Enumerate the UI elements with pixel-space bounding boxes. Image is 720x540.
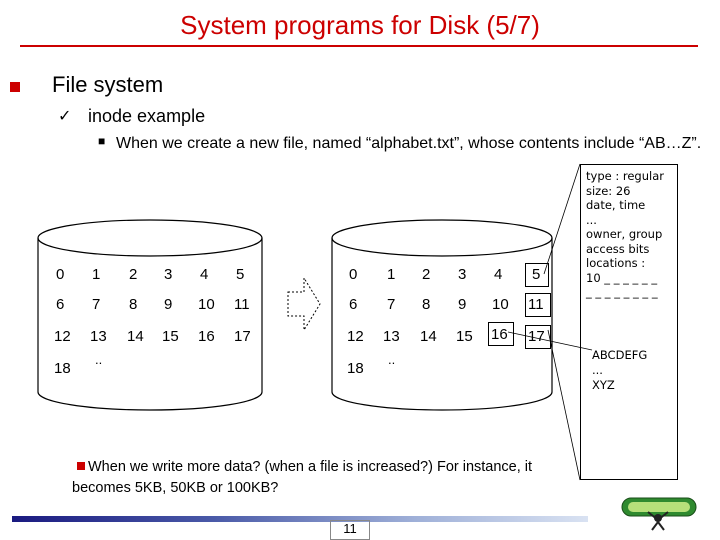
block-cell: 11 bbox=[234, 296, 250, 313]
title-underline bbox=[20, 45, 698, 47]
block-cell: 1 bbox=[92, 266, 101, 283]
block-cell: 7 bbox=[92, 296, 101, 313]
block-cell: 8 bbox=[422, 296, 431, 313]
right-arrow-icon bbox=[287, 276, 321, 332]
block-cell: 17 bbox=[528, 328, 545, 345]
block-cell: 0 bbox=[349, 266, 358, 283]
block-cell: 3 bbox=[164, 266, 173, 283]
block-cell: 9 bbox=[458, 296, 467, 313]
highlighted-block-box bbox=[525, 325, 551, 349]
block-cell: 16 bbox=[491, 326, 508, 343]
block-cell: 5 bbox=[532, 266, 541, 283]
block-cell: 4 bbox=[494, 266, 503, 283]
block-cell: 16 bbox=[198, 328, 215, 345]
block-cell: 14 bbox=[127, 328, 144, 345]
block-cell: 15 bbox=[162, 328, 179, 345]
data-block-contents: ABCDEFG...XYZ bbox=[592, 348, 648, 392]
block-cell: 13 bbox=[383, 328, 400, 345]
block-cell: 9 bbox=[164, 296, 173, 313]
note-text: When we write more data? (when a file is… bbox=[72, 459, 533, 496]
red-square-bullet-icon bbox=[10, 82, 20, 92]
red-square-bullet-icon bbox=[77, 462, 85, 470]
block-cell: 10 bbox=[198, 296, 215, 313]
bullet-inode-example: inode example bbox=[88, 106, 206, 126]
block-cell: 12 bbox=[347, 328, 364, 345]
block-cell: 4 bbox=[200, 266, 209, 283]
block-cell: 10 bbox=[492, 296, 509, 313]
block-cell: 12 bbox=[54, 328, 71, 345]
check-icon: ✓ bbox=[58, 108, 72, 125]
ellipsis: .. bbox=[95, 352, 103, 367]
block-cell: 18 bbox=[347, 360, 364, 377]
disk-cylinder-after bbox=[331, 219, 553, 411]
bullet-file-system: File system bbox=[52, 72, 164, 97]
block-cell: 6 bbox=[56, 296, 65, 313]
small-square-bullet-icon: ■ bbox=[98, 134, 106, 148]
block-cell: 11 bbox=[528, 296, 544, 313]
block-cell: 17 bbox=[234, 328, 251, 345]
block-cell: 2 bbox=[422, 266, 431, 283]
disk-cylinder-before bbox=[37, 219, 263, 411]
inode-box bbox=[580, 164, 678, 480]
highlighted-block-box bbox=[525, 293, 551, 317]
block-cell: 8 bbox=[129, 296, 138, 313]
block-cell: 2 bbox=[129, 266, 138, 283]
block-cell: 5 bbox=[236, 266, 245, 283]
block-cell: 14 bbox=[420, 328, 437, 345]
page-number: 11 bbox=[343, 521, 357, 536]
block-cell: 7 bbox=[387, 296, 396, 313]
atlas-figure-logo bbox=[621, 497, 697, 531]
block-cell: 1 bbox=[387, 266, 396, 283]
footer-gradient-bar bbox=[12, 516, 588, 522]
block-cell: 15 bbox=[456, 328, 473, 345]
ellipsis: .. bbox=[388, 352, 396, 367]
highlighted-block-box bbox=[488, 322, 514, 346]
block-cell: 18 bbox=[54, 360, 71, 377]
block-cell: 0 bbox=[56, 266, 65, 283]
highlighted-block-box bbox=[525, 263, 549, 287]
slide-title: System programs for Disk (5/7) bbox=[180, 10, 540, 40]
block-cell: 6 bbox=[349, 296, 358, 313]
bullet-create-file: When we create a new file, named “alphab… bbox=[116, 135, 702, 152]
block-cell: 13 bbox=[90, 328, 107, 345]
block-cell: 3 bbox=[458, 266, 467, 283]
